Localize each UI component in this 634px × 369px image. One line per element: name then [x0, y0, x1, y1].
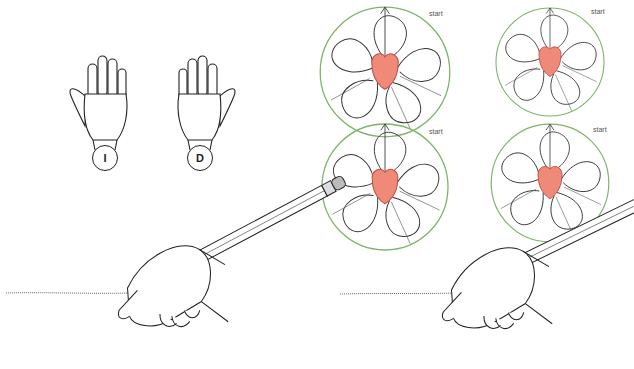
start-label: start	[428, 10, 444, 17]
hand-letter-circle: I	[92, 145, 118, 171]
start-label: start	[590, 8, 606, 15]
start-label: start	[428, 128, 444, 135]
start-label: start	[592, 126, 608, 133]
hand-letter: D	[196, 153, 204, 164]
hand-letter-circle: D	[187, 145, 213, 171]
hand-letter: I	[103, 153, 106, 164]
